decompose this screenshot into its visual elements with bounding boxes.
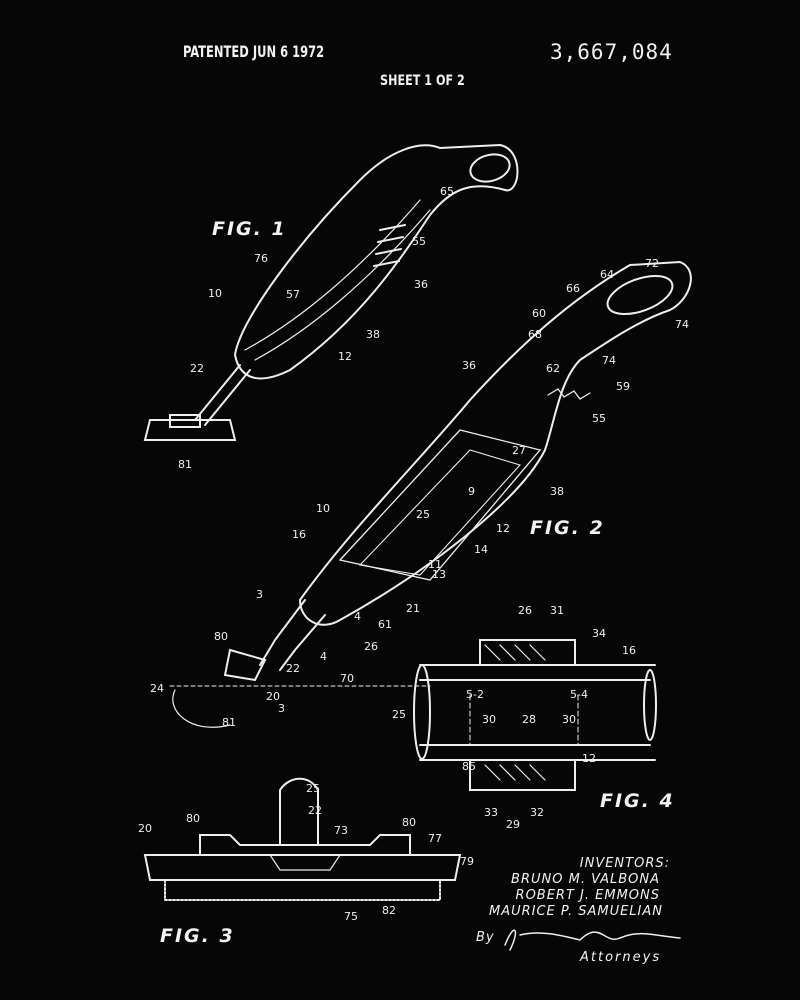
- fig2-drawing: [169, 260, 692, 728]
- reference-numeral: 33: [484, 806, 498, 819]
- fig1-drawing: [143, 143, 519, 441]
- reference-numeral: 5-2: [466, 688, 484, 701]
- reference-numeral: 38: [366, 328, 380, 341]
- reference-numeral: 25: [392, 708, 406, 721]
- reference-numeral: 76: [254, 252, 268, 265]
- reference-numeral: 12: [582, 752, 596, 765]
- reference-numeral: 68: [528, 328, 542, 341]
- reference-numeral: 20: [138, 822, 152, 835]
- reference-numeral: 81: [178, 458, 192, 471]
- fig3-label: FIG. 3: [160, 925, 235, 947]
- fig4-drawing: [413, 639, 657, 791]
- reference-numeral: 59: [616, 380, 630, 393]
- reference-numeral: 13: [432, 568, 446, 581]
- reference-numeral: 74: [602, 354, 616, 367]
- reference-numeral: 16: [622, 644, 636, 657]
- reference-numeral: 30: [482, 713, 496, 726]
- reference-numeral: 66: [566, 282, 580, 295]
- reference-numeral: 24: [150, 682, 164, 695]
- reference-numeral: 3: [256, 588, 263, 601]
- reference-numeral: 30: [562, 713, 576, 726]
- reference-numeral: 25: [306, 782, 320, 795]
- sheet-number: SHEET 1 OF 2: [380, 73, 465, 89]
- reference-numeral: 80: [186, 812, 200, 825]
- reference-numeral: 70: [340, 672, 354, 685]
- reference-numeral: 34: [592, 627, 606, 640]
- reference-numeral: 85: [462, 760, 476, 773]
- reference-numeral: 74: [675, 318, 689, 331]
- fig3-drawing: [143, 777, 462, 901]
- reference-numeral: 28: [522, 713, 536, 726]
- reference-numeral: 25: [416, 508, 430, 521]
- fig2-label: FIG. 2: [530, 517, 605, 539]
- reference-numeral: 60: [532, 307, 546, 320]
- reference-numeral: 36: [462, 359, 476, 372]
- reference-numeral: 4: [320, 650, 327, 663]
- reference-numeral: 3: [278, 702, 285, 715]
- reference-numeral: 26: [364, 640, 378, 653]
- reference-numeral: 32: [530, 806, 544, 819]
- reference-numeral: 61: [378, 618, 392, 631]
- reference-numeral: 5-4: [570, 688, 588, 701]
- inventor-name: BRUNO M. VALBONA: [511, 872, 660, 887]
- inventor-name: ROBERT J. EMMONS: [515, 888, 660, 903]
- reference-numeral: 11: [428, 558, 442, 571]
- reference-numeral: 22: [286, 662, 300, 675]
- reference-numeral: 10: [208, 287, 222, 300]
- reference-numeral: 27: [512, 444, 526, 457]
- reference-numeral: 36: [414, 278, 428, 291]
- reference-numeral: 14: [474, 543, 488, 556]
- fig1-label: FIG. 1: [212, 218, 287, 240]
- reference-numeral: 64: [600, 268, 614, 281]
- reference-numeral: 55: [592, 412, 606, 425]
- reference-numeral: 20: [266, 690, 280, 703]
- patent-number: 3,667,084: [550, 40, 673, 64]
- reference-numeral: 16: [292, 528, 306, 541]
- reference-numeral: 80: [214, 630, 228, 643]
- patent-date: PATENTED JUN 6 1972: [183, 42, 325, 61]
- reference-numeral: 65: [440, 185, 454, 198]
- reference-numeral: 77: [428, 832, 442, 845]
- reference-numeral: 29: [506, 818, 520, 831]
- reference-numeral: 62: [546, 362, 560, 375]
- reference-numeral: 72: [645, 257, 659, 270]
- by-label: By: [476, 930, 495, 945]
- reference-numeral: 38: [550, 485, 564, 498]
- reference-numeral: 82: [382, 904, 396, 917]
- reference-numeral: 75: [344, 910, 358, 923]
- reference-numeral: 22: [308, 804, 322, 817]
- reference-numeral: 26: [518, 604, 532, 617]
- reference-numeral: 12: [338, 350, 352, 363]
- signature: [504, 929, 681, 951]
- reference-numeral: 57: [286, 288, 300, 301]
- reference-numeral: 4: [354, 610, 361, 623]
- reference-numeral: 21: [406, 602, 420, 615]
- reference-numeral: 73: [334, 824, 348, 837]
- reference-numeral: 22: [190, 362, 204, 375]
- reference-numeral: 81: [222, 716, 236, 729]
- attorneys-label: Attorneys: [580, 950, 662, 965]
- reference-numeral: 55: [412, 235, 426, 248]
- reference-numeral: 79: [460, 855, 474, 868]
- inventors-heading: INVENTORS:: [579, 856, 670, 871]
- inventor-name: MAURICE P. SAMUELIAN: [488, 904, 663, 919]
- reference-numeral: 31: [550, 604, 564, 617]
- reference-numeral: 12: [496, 522, 510, 535]
- reference-numeral: 9: [468, 485, 475, 498]
- reference-numeral: 80: [402, 816, 416, 829]
- reference-numeral: 10: [316, 502, 330, 515]
- fig4-label: FIG. 4: [600, 790, 675, 812]
